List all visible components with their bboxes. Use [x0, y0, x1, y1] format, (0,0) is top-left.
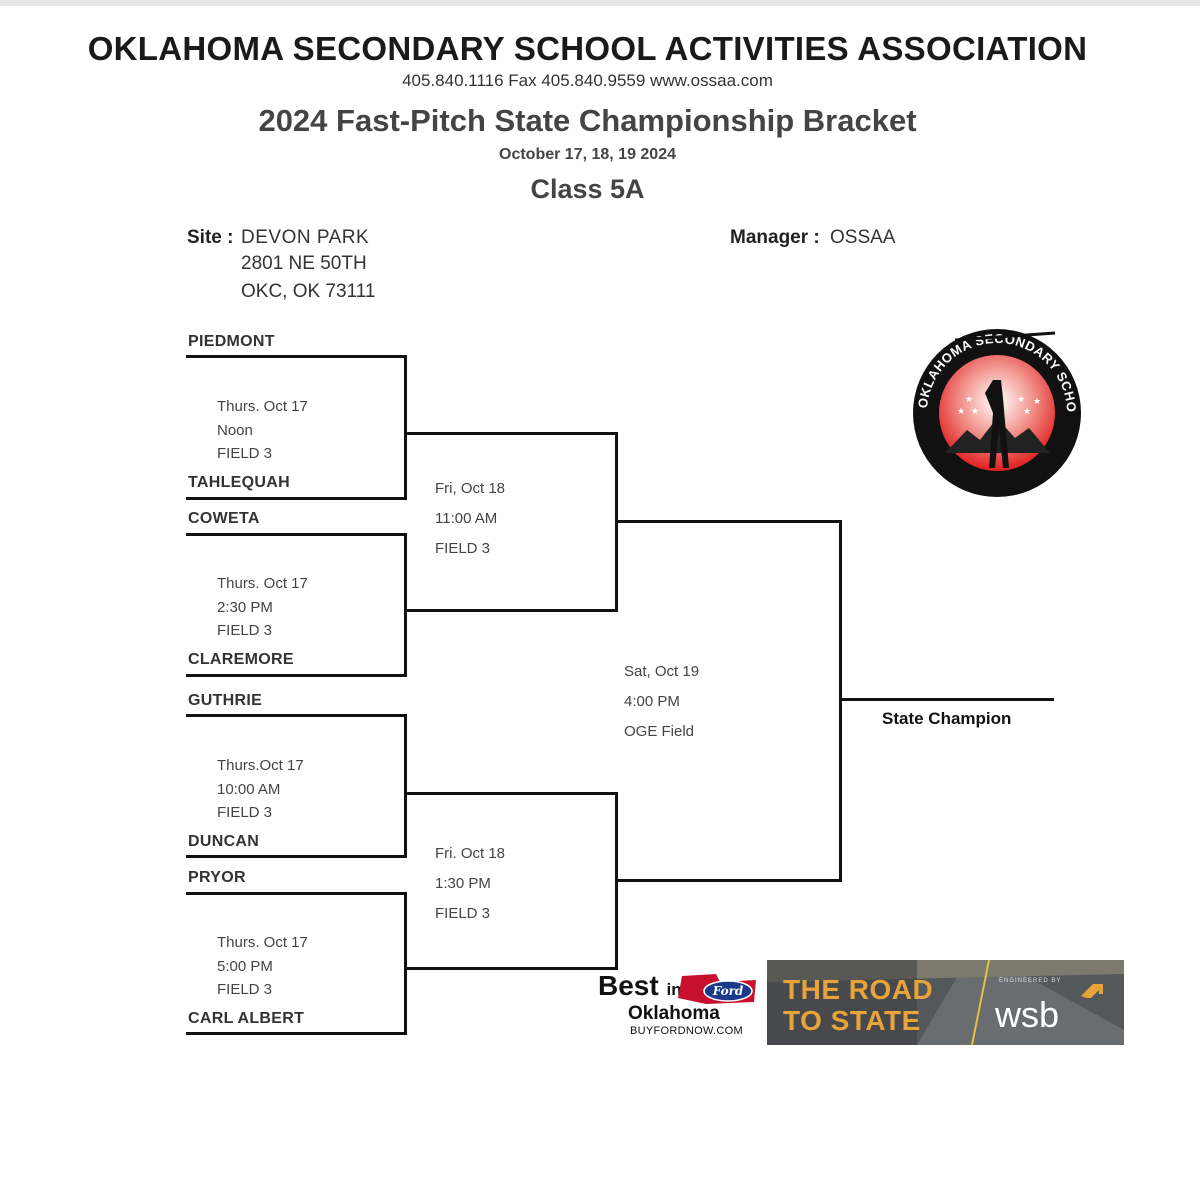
bracket-line: [615, 792, 618, 970]
game-field: FIELD 3: [435, 905, 491, 922]
svg-text:★: ★: [1017, 395, 1025, 405]
ford-brand-text: Ford: [712, 984, 744, 998]
site-address-2: OKC, OK 73111: [241, 281, 376, 302]
oklahoma-text: Oklahoma: [628, 1003, 720, 1024]
game-day: Thurs. Oct 17: [217, 575, 308, 592]
game-time: 2:30 PM: [217, 598, 273, 616]
bracket-line: [186, 892, 407, 895]
game-field: FIELD 3: [217, 804, 273, 821]
bracket-line: [186, 674, 407, 677]
bracket-line: [407, 792, 618, 795]
svg-text:★: ★: [957, 407, 965, 417]
class-label: Class 5A: [530, 174, 645, 204]
bracket-line: [618, 520, 842, 523]
game-time: 4:00 PM: [624, 693, 680, 710]
bracket-line: [615, 432, 618, 612]
game-time: Noon: [217, 421, 253, 439]
team-name: CLAREMORE: [188, 651, 294, 668]
game-day: Sat, Oct 19: [624, 663, 700, 680]
game-time: 10:00 AM: [217, 780, 281, 798]
road-background-icon: [767, 960, 1124, 1045]
svg-text:★: ★: [971, 407, 979, 417]
road-line-1: THE ROAD: [783, 974, 934, 1005]
bracket-line: [407, 609, 618, 612]
team-name: COWETA: [188, 510, 260, 527]
org-name: OKLAHOMA SECONDARY SCHOOL ACTIVITIES ASS…: [87, 30, 1088, 67]
game-time: 11:00 AM: [435, 510, 498, 527]
game-field: OGE Field: [624, 723, 695, 740]
svg-text:★: ★: [1023, 407, 1031, 417]
game-day: Thurs.Oct 17: [217, 757, 304, 774]
road-to-state-banner: THE ROAD TO STATE ENGINEERED BY wsb: [767, 960, 1124, 1045]
bracket-line: [186, 714, 407, 717]
top-border: [0, 0, 1200, 6]
bracket-line: [404, 892, 407, 1035]
ford-url: BUYFORDNOW.COM: [630, 1025, 743, 1037]
team-name: DUNCAN: [188, 833, 260, 850]
bracket-line: [186, 855, 407, 858]
game-day: Fri. Oct 18: [435, 845, 506, 862]
ford-oval-icon: Ford: [676, 974, 758, 1004]
game-info: Thurs. Oct 17 2:30 PM FIELD 3: [217, 572, 308, 643]
bracket-line: [618, 879, 842, 882]
game-info: Thurs. Oct 17 Noon FIELD 3: [217, 395, 308, 466]
game-field: FIELD 3: [435, 540, 491, 557]
bracket-line: [186, 497, 407, 500]
game-time: 1:30 PM: [435, 875, 491, 892]
site-label: Site :: [187, 227, 234, 248]
team-name: PRYOR: [188, 869, 246, 886]
state-champion-label: State Champion: [882, 709, 1012, 728]
game-time: 5:00 PM: [217, 957, 273, 975]
team-name: CARL ALBERT: [188, 1010, 305, 1027]
tournament-dates: October 17, 18, 19 2024: [499, 146, 676, 163]
ford-sponsor-logo: Best in Ford Oklahoma BUYFORDNOW.COM: [598, 970, 768, 1045]
game-field: FIELD 3: [217, 981, 273, 998]
best-text: Best: [598, 970, 659, 1001]
svg-text:★: ★: [1033, 397, 1041, 407]
team-name: PIEDMONT: [188, 333, 275, 350]
bracket-line: [404, 714, 407, 858]
bracket-line: [404, 533, 407, 677]
bracket-line: [186, 355, 407, 358]
game-info: Fri. Oct 18 1:30 PM FIELD 3: [435, 839, 505, 929]
game-day: Fri, Oct 18: [435, 480, 506, 497]
in-text: in: [666, 980, 682, 999]
bracket-line: [407, 432, 618, 435]
bracket-title: 2024 Fast-Pitch State Championship Brack…: [258, 103, 917, 138]
game-field: FIELD 3: [217, 622, 273, 639]
ossaa-seal-icon: OKLAHOMA SECONDARY SCHOOL ACTIVITIES ASS…: [900, 306, 1090, 503]
road-line-2: TO STATE: [783, 1005, 921, 1036]
site-address-1: 2801 NE 50TH: [241, 253, 367, 274]
bracket-line: [404, 355, 407, 500]
wsb-arrow-icon: [1081, 984, 1103, 998]
team-name: GUTHRIE: [188, 692, 263, 709]
bracket-line: [407, 967, 618, 970]
bracket-line: [839, 520, 842, 882]
game-day: Thurs. Oct 17: [217, 934, 308, 951]
bracket-line: [186, 1032, 407, 1035]
manager-label: Manager :: [730, 227, 820, 248]
game-info: Thurs. Oct 17 5:00 PM FIELD 3: [217, 931, 308, 1002]
engineered-by-text: ENGINEERED BY: [999, 978, 1062, 984]
bracket-line: [842, 698, 1054, 701]
game-day: Thurs. Oct 17: [217, 398, 308, 415]
wsb-logo-text: wsb: [995, 994, 1060, 1035]
game-field: FIELD 3: [217, 445, 273, 462]
game-info: Sat, Oct 19 4:00 PM OGE Field: [624, 657, 699, 747]
game-info: Thurs.Oct 17 10:00 AM FIELD 3: [217, 754, 304, 825]
contact-info: 405.840.1116 Fax 405.840.9559 www.ossaa.…: [402, 71, 773, 90]
bracket-line: [186, 533, 407, 536]
site-name: DEVON PARK: [241, 227, 370, 248]
svg-text:★: ★: [965, 395, 973, 405]
game-info: Fri, Oct 18 11:00 AM FIELD 3: [435, 474, 505, 564]
manager-name: OSSAA: [830, 227, 896, 248]
team-name: TAHLEQUAH: [188, 474, 290, 491]
